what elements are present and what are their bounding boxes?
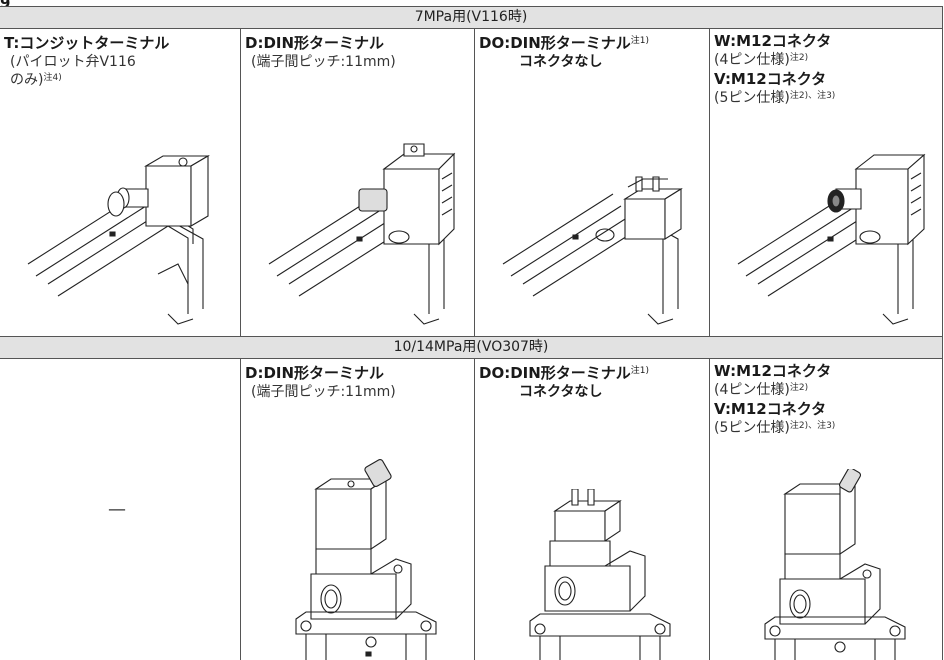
option-title: :DIN形ターミナル [257,34,385,52]
option-subtitle: のみ) [10,72,44,88]
option-code: T [4,34,14,52]
option-subtitle: (4ピン仕様) [714,52,790,68]
not-available-dash: — [108,499,126,520]
option-title: :M12コネクタ [724,400,827,418]
din-terminal-icon [286,454,446,660]
option-label: D:DIN形ターミナル (端子間ピッチ:11mm) [245,33,475,71]
footnote-ref: 注1) [630,366,650,376]
option-title: :M12コネクタ [730,362,832,380]
footnote-ref: 注2)、注3) [789,91,836,101]
option-title: :DIN形ターミナル [504,34,631,52]
option-code: DO [479,34,505,52]
option-code: D [245,364,258,382]
option-code: V [714,400,725,418]
option-subtitle: (4ピン仕様) [714,382,790,398]
footnote-ref: 注1) [630,36,650,46]
option-subtitle: コネクタなし [519,384,603,400]
option-code: W [714,32,731,50]
conduit-terminal-icon [18,134,223,334]
option-label: DO:DIN形ターミナル注1) コネクタなし [479,363,709,401]
option-cell-d: D:DIN形ターミナル (端子間ピッチ:11mm) [241,29,475,336]
option-code: V [714,70,725,88]
option-cell-t: T:コンジットターミナル (パイロット弁V116 のみ)注4) [0,29,241,336]
option-subtitle: (パイロット弁V116 [10,54,136,70]
din-terminal-icon [259,129,464,334]
option-title: :M12コネクタ [730,32,832,50]
option-code: D [245,34,258,52]
option-label: T:コンジットターミナル (パイロット弁V116 のみ)注4) [4,33,234,89]
option-subtitle: (端子間ピッチ:11mm) [251,384,396,400]
table-row: T:コンジットターミナル (パイロット弁V116 のみ)注4) [0,29,942,336]
option-cell-do: DO:DIN形ターミナル注1) コネクタなし [475,29,710,336]
section-header-10-14mpa: 10/14MPa用(VO307時) [0,336,942,359]
option-cell-w-v: W:M12コネクタ (4ピン仕様)注2) V:M12コネクタ (5ピン仕様)注2… [710,359,942,660]
option-label: W:M12コネクタ (4ピン仕様)注2) V:M12コネクタ (5ピン仕様)注2… [714,361,944,437]
option-label: W:M12コネクタ (4ピン仕様)注2) V:M12コネクタ (5ピン仕様)注2… [714,31,944,107]
options-table: 7MPa用(V116時) T:コンジットターミナル (パイロット弁V116 のみ… [0,6,943,660]
option-title: :DIN形ターミナル [257,364,385,382]
din-without-connector-icon [493,149,698,334]
m12-connector-icon [728,129,933,334]
din-without-connector-icon [520,489,680,660]
section-header-7mpa: 7MPa用(V116時) [0,7,942,29]
option-code: DO [479,364,505,382]
option-cell-do: DO:DIN形ターミナル注1) コネクタなし [475,359,710,660]
option-label: D:DIN形ターミナル (端子間ピッチ:11mm) [245,363,475,401]
option-subtitle: (端子間ピッチ:11mm) [251,54,396,70]
option-subtitle: (5ピン仕様) [714,90,790,106]
option-subtitle: コネクタなし [519,54,603,70]
m12-connector-icon [755,469,915,660]
footnote-ref: 注2) [789,53,809,63]
option-title: :DIN形ターミナル [504,364,631,382]
footnote-ref: 注2)、注3) [789,421,836,431]
table-row: — D:DIN形ターミナル (端子間ピッチ:11mm) [0,359,942,660]
option-label: DO:DIN形ターミナル注1) コネクタなし [479,33,709,71]
option-cell-empty: — [0,359,241,660]
option-title: :M12コネクタ [724,70,827,88]
footnote-ref: 注2) [789,383,809,393]
option-title: :コンジットターミナル [13,34,170,52]
option-cell-d: D:DIN形ターミナル (端子間ピッチ:11mm) [241,359,475,660]
footnote-ref: 注4) [43,73,62,83]
option-cell-w-v: W:M12コネクタ (4ピン仕様)注2) V:M12コネクタ (5ピン仕様)注2… [710,29,942,336]
option-code: W [714,362,731,380]
option-subtitle: (5ピン仕様) [714,420,790,436]
